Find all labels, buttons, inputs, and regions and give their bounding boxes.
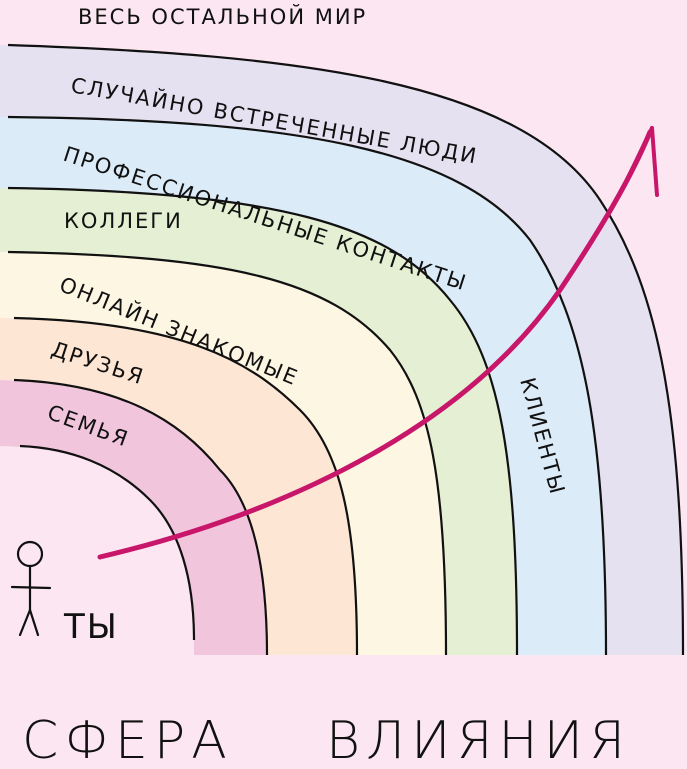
label-rest-of-world: ВЕСЬ ОСТАЛЬНОЙ МИР [78, 4, 367, 29]
person-icon [10, 540, 52, 637]
label-colleagues: КОЛЛЕГИ [64, 209, 183, 233]
band-random-people [0, 45, 683, 655]
band-colleagues [0, 188, 517, 655]
band-professional [0, 117, 606, 655]
band-friends [0, 318, 357, 655]
page-title-word-2: ВЛИЯНИЯ [326, 711, 631, 769]
band-online [0, 252, 446, 655]
label-you: ТЫ [63, 607, 119, 647]
page-title-word-1: СФЕРА [22, 711, 233, 769]
growth-arrow-icon [97, 126, 659, 560]
ring-lines [7, 43, 685, 656]
